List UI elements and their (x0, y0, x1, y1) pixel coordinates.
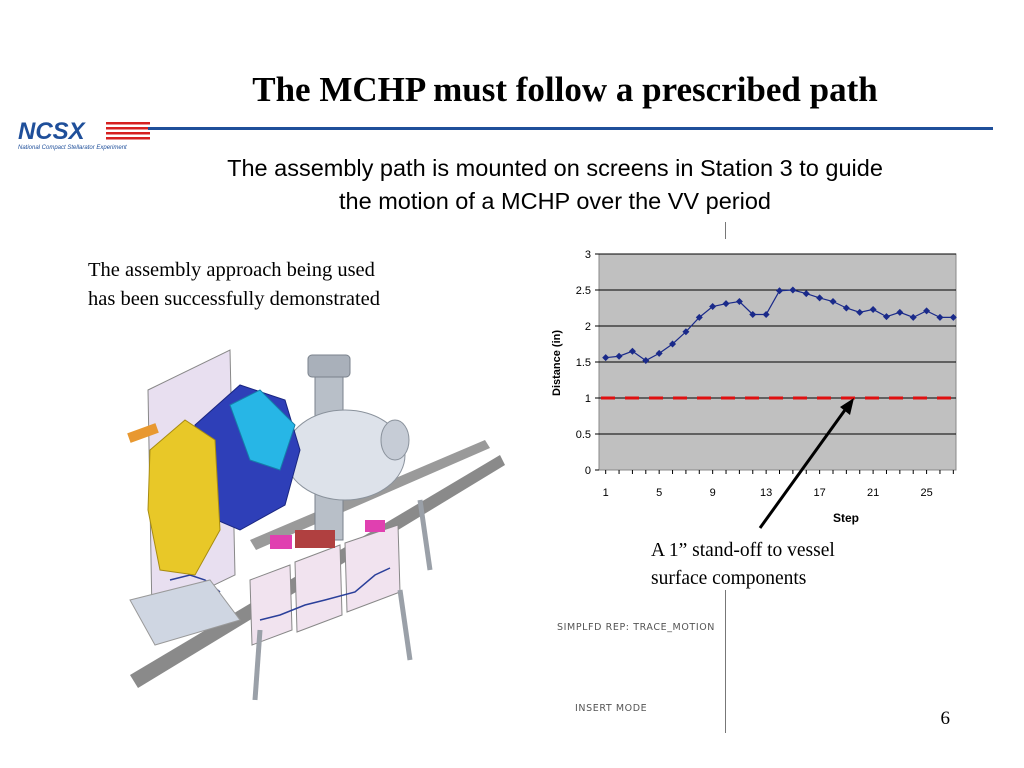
data-point (829, 298, 837, 306)
logo-subtext: National Compact Stellarator Experiment (18, 145, 127, 151)
data-point (669, 340, 677, 348)
data-point (869, 305, 877, 313)
data-point (735, 298, 743, 306)
standoff-note: A 1” stand-off to vessel surface compone… (651, 537, 911, 593)
data-point (602, 354, 610, 362)
y-tick-label: 3 (585, 249, 591, 261)
data-point (722, 300, 730, 308)
y-tick-labels: 0 0.5 1 1.5 2 2.5 3 (576, 249, 599, 477)
data-point (762, 310, 770, 318)
series-group (601, 286, 957, 400)
red-base-block (295, 530, 335, 548)
mchp-assembly-illustration (127, 349, 505, 701)
y-tick-label: 2.5 (576, 285, 591, 297)
data-point (923, 307, 931, 315)
data-point (936, 313, 944, 321)
yellow-coil (147, 419, 221, 576)
magenta-fixture-2 (365, 520, 385, 532)
cad-label-trace-motion: SIMPLFD REP: TRACE_MOTION (557, 622, 716, 633)
data-point (802, 290, 810, 298)
subtitle-line-2: the motion of a MCHP over the VV period (339, 188, 771, 214)
data-point (882, 313, 890, 321)
subtitle: The assembly path is mounted on screens … (130, 152, 980, 218)
path-screen-bottom (129, 579, 241, 646)
orange-bracket (127, 423, 159, 443)
vessel-port (380, 419, 410, 461)
x-tick-label: 1 (603, 487, 609, 499)
approach-text: The assembly approach being used has bee… (88, 256, 468, 314)
data-point (695, 313, 703, 321)
data-point (749, 310, 757, 318)
x-tick-label: 25 (920, 487, 932, 499)
note-line-2: surface components (651, 568, 807, 589)
header-rule (148, 127, 993, 130)
data-point (816, 294, 824, 302)
x-tick-label: 5 (656, 487, 662, 499)
path-screen-front-3 (344, 524, 401, 613)
x-tick-label: 13 (760, 487, 772, 499)
data-point (628, 347, 636, 355)
y-tick-label: 0 (585, 465, 591, 477)
path-trace-front (259, 567, 391, 621)
column-cap (307, 354, 351, 378)
data-point (615, 352, 623, 360)
y-tick-label: 0.5 (576, 429, 591, 441)
y-tick-label: 2 (585, 321, 591, 333)
x-tick-label: 21 (867, 487, 879, 499)
data-point (896, 308, 904, 316)
annotation-arrow-head (840, 398, 854, 415)
path-screen-front-2 (294, 544, 343, 633)
logo-text: NCSX (18, 118, 87, 145)
y-tick-label: 1.5 (576, 357, 591, 369)
approach-line-1: The assembly approach being used (88, 259, 375, 281)
data-point (856, 308, 864, 316)
support-leg-1 (252, 629, 263, 701)
path-screen-front-1 (249, 564, 293, 646)
data-point (776, 287, 784, 295)
y-axis-label: Distance (in) (551, 330, 563, 396)
data-point (642, 357, 650, 365)
cyan-coil (229, 389, 296, 471)
y-tick-label: 1 (585, 393, 591, 405)
approach-line-2: has been successfully demonstrated (88, 288, 381, 310)
x-tick-labels: 1 5 9 13 17 21 25 (603, 470, 954, 499)
x-axis-label: Step (833, 511, 859, 525)
data-point (842, 304, 850, 312)
slide-title: The MCHP must follow a prescribed path (252, 70, 878, 109)
divider-line-top (725, 222, 726, 239)
data-point (682, 328, 690, 336)
magenta-fixture-1 (270, 535, 292, 549)
data-point (709, 303, 717, 311)
ncsx-logo: NCSX National Compact Stellarator Experi… (18, 118, 150, 151)
data-point (789, 286, 797, 294)
data-point (949, 313, 957, 321)
subtitle-line-1: The assembly path is mounted on screens … (227, 155, 883, 181)
x-tick-label: 17 (813, 487, 825, 499)
cad-label-insert-mode: INSERT MODE (575, 703, 648, 714)
note-line-1: A 1” stand-off to vessel (651, 540, 835, 561)
data-point (655, 349, 663, 357)
data-point (909, 313, 917, 321)
x-tick-label: 9 (710, 487, 716, 499)
support-leg-3 (417, 499, 433, 571)
page-number: 6 (940, 708, 951, 729)
support-leg-2 (397, 589, 413, 661)
divider-line-bottom (725, 590, 726, 733)
annotation-arrow-line (758, 402, 852, 529)
